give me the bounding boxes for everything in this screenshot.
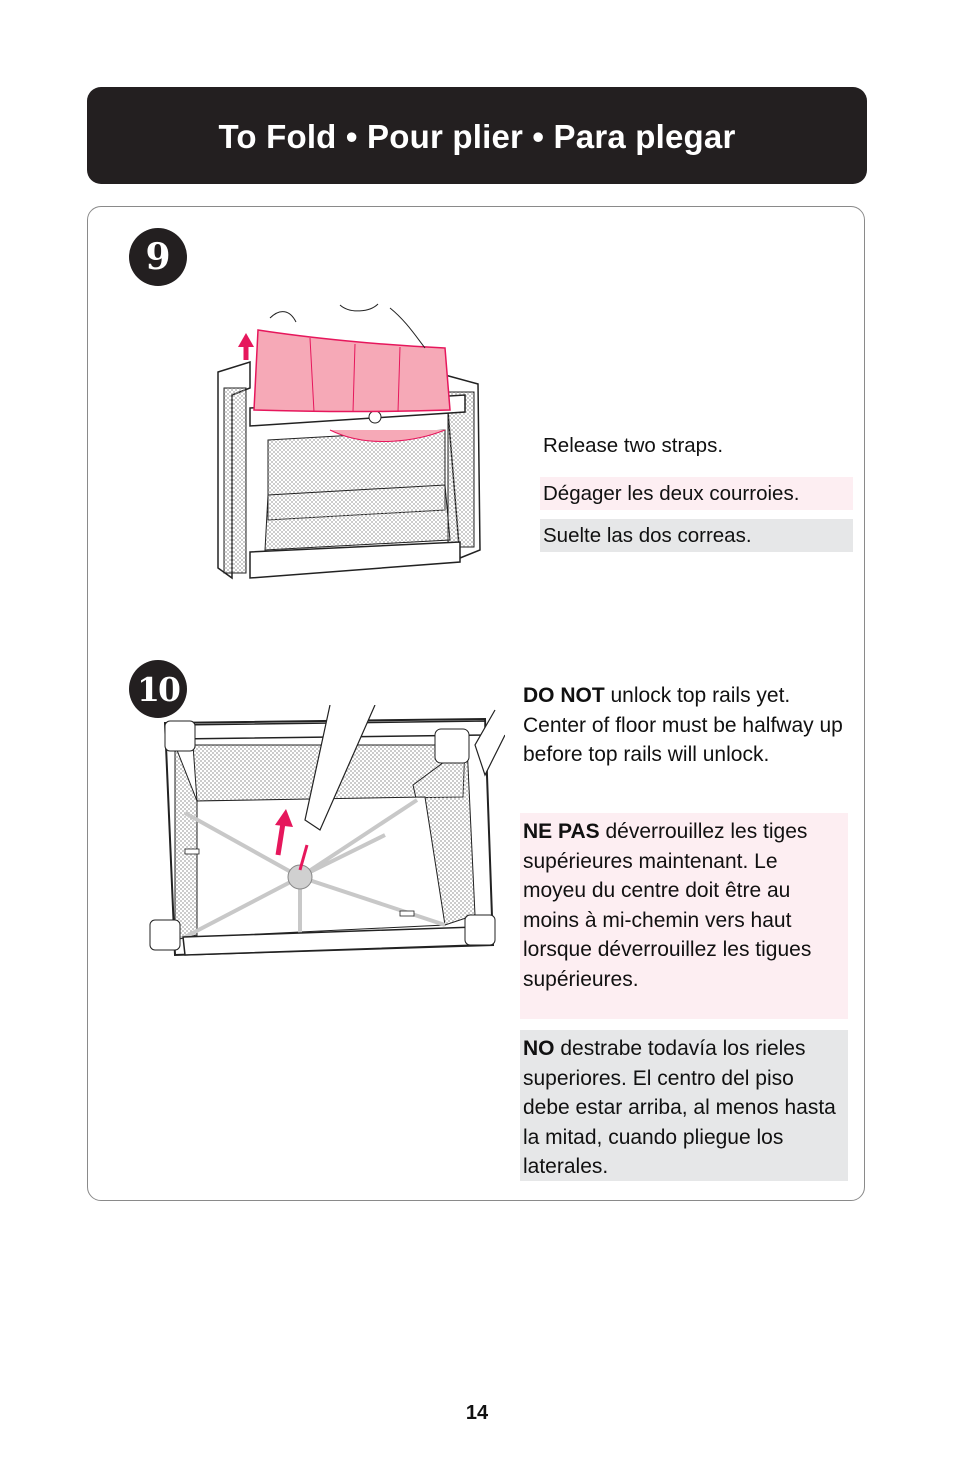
step-9-text-en: Release two straps. [543,434,724,457]
step-10-fr-body: déverrouillez les tiges supérieures main… [523,820,812,991]
step-9-text-fr: Dégager les deux courroies. [540,477,853,510]
header-bar: To Fold • Pour plier • Para plegar [87,87,867,184]
page-number: 14 [465,1402,489,1424]
step-10-es-body: destrabe todavía los rieles superiores. … [523,1037,836,1178]
step-10-text-fr: NE PAS déverrouillez les tiges supérieur… [520,813,848,1019]
playard-release-straps-illustration [217,303,481,580]
step-10-fr-warning: NE PAS [523,820,600,843]
step-10-text-en: DO NOT unlock top rails yet. Center of f… [520,677,848,775]
step-10-es-warning: NO [523,1037,555,1060]
step-10-en-warning: DO NOT [523,684,605,707]
step-10-en-body: unlock top rails yet. Center of floor mu… [523,684,843,766]
step-9-number: 9 [129,228,187,286]
step-9-text-es: Suelte las dos correas. [540,519,853,552]
step-10-text-es: NO destrabe todavía los rieles superiore… [520,1030,848,1181]
step-10-number: 10 [129,660,187,718]
page-title: To Fold • Pour plier • Para plegar [218,117,736,155]
instructions-panel [87,206,865,1201]
playard-floor-hub-illustration [149,705,505,957]
